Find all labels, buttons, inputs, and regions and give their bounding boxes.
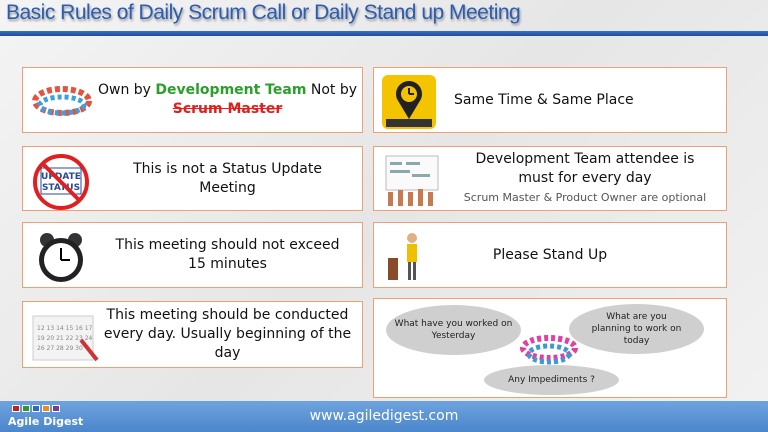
rule-text: This meeting should not exceed 15 minute… — [115, 237, 340, 272]
rule-text: Development Team attendee is must for ev… — [475, 151, 695, 186]
svg-text:12 13 14 15 16 17: 12 13 14 15 16 17 — [37, 325, 93, 332]
raised-hands-icon — [382, 154, 444, 206]
question-bubble: What are you planning to work on today — [569, 304, 704, 354]
svg-text:UPDATE: UPDATE — [41, 172, 81, 182]
rule-text: This is not a Status Update Meeting — [133, 160, 322, 196]
rule-stand-up: Please Stand Up — [373, 222, 727, 288]
struck-scrum-master: Scrum Master — [172, 101, 283, 117]
calendar-icon: 12 13 14 15 16 17 19 20 21 22 23 24 26 27 … — [31, 310, 99, 361]
rule-15-minutes: This meeting should not exceed 15 minute… — [22, 222, 363, 288]
standing-person-icon — [382, 230, 444, 280]
rule-text: Same Time & Same Place — [454, 91, 634, 108]
team-circle-icon — [519, 334, 579, 373]
team-circle-icon — [31, 75, 93, 125]
rule-dev-team-attendee: Development Team attendee is must for ev… — [373, 146, 727, 211]
scrum-questions-panel: What have you worked on Yesterday What a… — [373, 298, 727, 398]
question-bubble: Any Impediments ? — [484, 365, 619, 395]
question-bubble: What have you worked on Yesterday — [386, 305, 521, 355]
location-clock-icon — [382, 75, 436, 129]
rule-text: Not by — [306, 82, 358, 98]
rule-every-day: 12 13 14 15 16 17 19 20 21 22 23 24 26 27 … — [22, 301, 363, 368]
rule-text: Own by — [97, 82, 156, 98]
footer-bar: Agile Digest www.agiledigest.com — [0, 401, 768, 432]
brand-name: Agile Digest — [8, 415, 84, 428]
svg-text:19 20 21 22 23 24: 19 20 21 22 23 24 — [37, 335, 93, 342]
rule-same-time-place: Same Time & Same Place — [373, 67, 727, 133]
highlight-dev-team: Development Team — [155, 82, 307, 98]
page-title: Basic Rules of Daily Scrum Call or Daily… — [6, 1, 521, 24]
alarm-clock-icon — [31, 230, 93, 282]
rule-own-by-dev-team: Own by Development Team Not by Scrum Mast… — [22, 67, 363, 133]
svg-text:26 27 28 29 30: 26 27 28 29 30 — [37, 345, 83, 352]
title-divider — [0, 31, 768, 36]
rule-text: Please Stand Up — [492, 246, 608, 263]
rule-text: This meeting should be conducted every d… — [103, 307, 352, 361]
website-link[interactable]: www.agiledigest.com — [309, 408, 459, 424]
rule-subtext: Scrum Master & Product Owner are optiona… — [463, 191, 707, 204]
svg-text:STATUS: STATUS — [42, 183, 80, 193]
